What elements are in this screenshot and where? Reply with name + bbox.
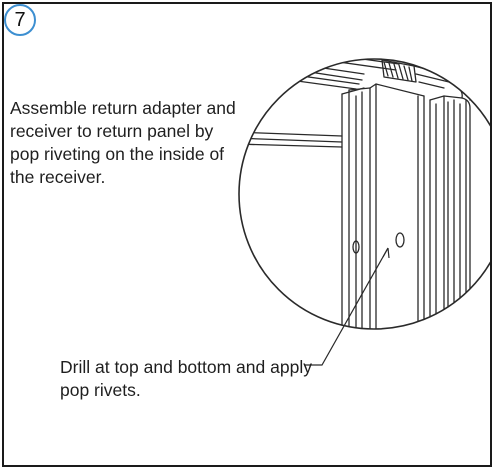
magnifier-circle <box>238 58 490 330</box>
step-number-badge: 7 <box>4 4 36 36</box>
instruction-text: Assemble return adapter and receiver to … <box>10 98 236 187</box>
receiver-detail-illustration <box>238 58 490 366</box>
top-channel <box>239 59 473 101</box>
instruction-panel: 7 Assemble return adapter and receiver t… <box>2 2 492 467</box>
callout-leader <box>304 247 390 366</box>
rivet-holes <box>352 232 405 254</box>
callout-text: Drill at top and bottom and apply pop ri… <box>60 357 312 400</box>
step-number: 7 <box>14 8 26 31</box>
return-adapter <box>341 87 371 329</box>
receiver <box>369 83 471 329</box>
